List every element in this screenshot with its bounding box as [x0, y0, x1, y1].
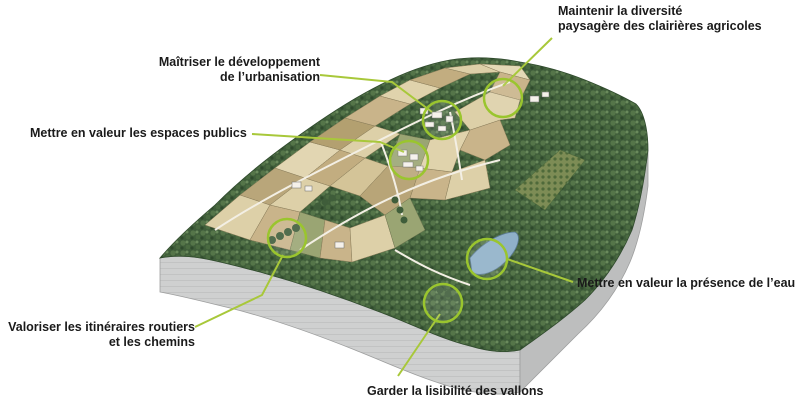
label-maintain-diversity-line1: Maintenir la diversité — [558, 4, 683, 18]
circle-public-spaces — [388, 139, 430, 181]
circle-clearings — [482, 77, 524, 119]
label-maintain-diversity: Maintenir la diversité paysagère des cla… — [558, 4, 762, 34]
leader-lines — [194, 37, 574, 377]
label-routes-paths: Valoriser les itinéraires routiers et le… — [8, 320, 195, 350]
label-control-urbanisation-line1: Maîtriser le développement — [158, 55, 320, 69]
label-water-presence-line1: Mettre en valeur la présence de l’eau — [577, 276, 796, 290]
label-routes-paths-line1: Valoriser les itinéraires routiers — [8, 320, 195, 334]
circle-routes — [266, 217, 308, 259]
label-valleys: Garder la lisibilité des vallons — [367, 384, 543, 399]
label-control-urbanisation: Maîtriser le développement de l’urbanisa… — [159, 55, 320, 85]
agricultural-clearing — [204, 63, 531, 263]
circle-urbanisation — [421, 99, 463, 141]
label-control-urbanisation-line2: de l’urbanisation — [219, 70, 320, 84]
circle-valleys — [422, 282, 464, 324]
highlight-circles — [266, 77, 524, 324]
label-routes-paths-line2: et les chemins — [108, 335, 195, 349]
hedgerows — [268, 194, 460, 302]
label-maintain-diversity-line2: paysagère des clairières agricoles — [558, 19, 762, 33]
circle-water — [465, 237, 509, 281]
label-public-spaces-line1: Mettre en valeur les espaces publics — [30, 126, 247, 140]
label-water-presence: Mettre en valeur la présence de l’eau — [577, 276, 795, 291]
label-public-spaces: Mettre en valeur les espaces publics — [30, 126, 247, 141]
orchard-patch — [514, 149, 586, 211]
label-valleys-line1: Garder la lisibilité des vallons — [367, 384, 544, 398]
